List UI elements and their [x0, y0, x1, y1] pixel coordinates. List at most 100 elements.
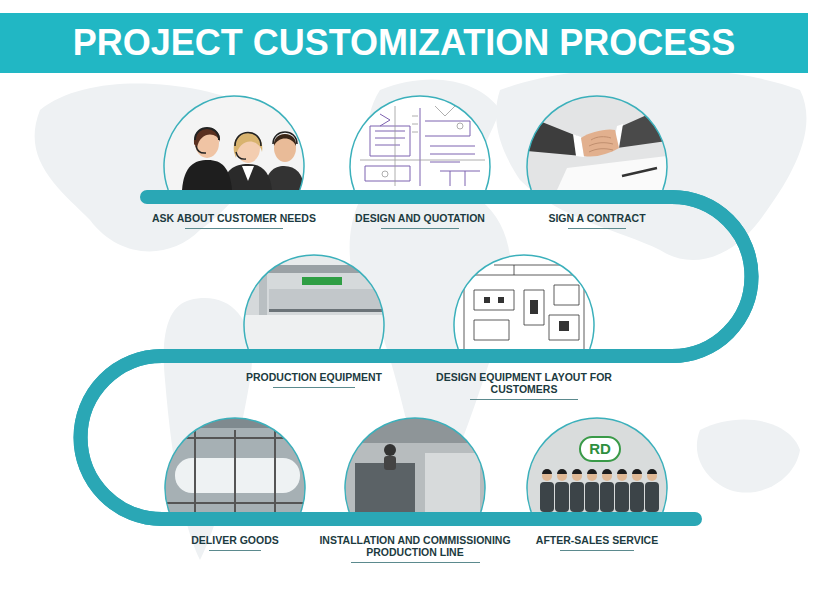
team-photo [600, 482, 614, 512]
layout-drawing-photo [484, 297, 490, 303]
delivery-photo [175, 458, 300, 493]
team-photo [527, 418, 667, 512]
team-photo [540, 482, 659, 512]
handshake-photo [557, 156, 667, 190]
design-drawing-photo [365, 108, 475, 186]
team-photo [527, 418, 667, 512]
machine-photo [302, 277, 342, 285]
process-step: AFTER-SALES SERVICE [527, 418, 667, 526]
layout-drawing-photo [498, 297, 504, 303]
design-drawing-photo [350, 96, 490, 190]
handshake-photo [527, 96, 667, 190]
layout-drawing-photo [559, 321, 569, 331]
installation-photo [345, 418, 485, 512]
call-center-photo [236, 152, 246, 159]
installation-photo [345, 418, 485, 512]
team-photo [542, 469, 552, 474]
world-map [35, 68, 807, 561]
machine-photo [269, 289, 384, 309]
delivery-photo [165, 428, 305, 512]
machine-photo [244, 255, 384, 349]
process-step: DESIGN AND QUOTATION [350, 96, 490, 204]
call-center-photo [235, 133, 261, 147]
design-drawing-photo [360, 106, 485, 186]
step-label: DELIVER GOODS [191, 534, 279, 551]
handshake-photo [527, 96, 667, 190]
team-photo [647, 469, 657, 474]
design-drawing-photo [360, 106, 485, 186]
step-label: SIGN A CONTRACT [548, 212, 645, 229]
call-center-photo [164, 96, 304, 190]
installation-photo [425, 453, 480, 512]
handshake-photo [581, 129, 619, 156]
step-label: AFTER-SALES SERVICE [536, 534, 658, 551]
call-center-photo [273, 132, 297, 144]
team-photo [572, 469, 582, 474]
step-label: DESIGN AND QUOTATION [355, 212, 485, 229]
team-photo [540, 482, 554, 512]
team-photo [615, 482, 629, 512]
installation-photo [345, 418, 485, 512]
serpentine-band [81, 197, 752, 519]
layout-drawing-photo [464, 265, 584, 349]
team-photo [557, 469, 567, 474]
title-text: PROJECT CUSTOMIZATION PROCESS [73, 23, 736, 63]
team-photo [587, 469, 597, 474]
process-step: PRODUCTION EQUIPMENT [244, 255, 384, 363]
installation-photo [355, 463, 415, 512]
flow-band [304, 190, 350, 204]
team-photo [527, 418, 667, 512]
team-photo [527, 418, 667, 512]
delivery-photo [165, 418, 305, 512]
process-step: DELIVER GOODS [165, 418, 305, 526]
call-center-photo [164, 96, 304, 190]
call-center-photo [195, 128, 219, 140]
title-band [0, 13, 808, 73]
delivery-photo [165, 430, 305, 512]
design-drawing-photo [382, 171, 388, 177]
team-photo [580, 437, 620, 461]
team-photo [617, 469, 627, 474]
layout-drawing-photo [454, 255, 594, 349]
machine-photo [244, 265, 384, 273]
call-center-photo [182, 160, 232, 190]
handshake-photo [527, 96, 667, 190]
installation-photo [384, 444, 396, 456]
call-center-photo [164, 96, 304, 190]
machine-photo [244, 315, 384, 349]
logo-text: RD [580, 437, 620, 461]
delivery-photo [165, 418, 305, 512]
layout-drawing-photo [484, 297, 569, 331]
team-photo [570, 482, 584, 512]
call-center-photo [274, 134, 296, 146]
team-photo [585, 482, 599, 512]
process-step: INSTALLATION AND COMMISSIONING PRODUCTIO… [345, 418, 485, 526]
team-photo [602, 469, 612, 474]
team-photo [632, 469, 642, 474]
layout-drawing-photo [464, 265, 584, 349]
step-label: PRODUCTION EQUIPMENT [246, 371, 382, 388]
flow-band [485, 512, 527, 526]
step-label: INSTALLATION AND COMMISSIONING PRODUCTIO… [308, 534, 523, 563]
team-photo [645, 482, 659, 512]
design-drawing-photo [365, 108, 480, 186]
installation-photo [384, 456, 396, 470]
call-center-photo [164, 96, 304, 190]
installation-photo [345, 418, 485, 443]
call-center-photo [194, 128, 220, 148]
step-label: ASK ABOUT CUSTOMER NEEDS [152, 212, 316, 229]
installation-photo [345, 418, 485, 512]
delivery-photo [165, 430, 305, 512]
design-drawing-photo [350, 96, 490, 190]
machine-photo [244, 255, 384, 349]
layout-drawing-photo [530, 300, 538, 314]
layout-drawing-photo [454, 255, 594, 349]
layout-drawing-photo [454, 255, 594, 349]
call-center-photo [274, 134, 296, 162]
process-step: ASK ABOUT CUSTOMER NEEDS [164, 96, 304, 204]
layout-drawing-photo [454, 255, 594, 349]
design-drawing-photo [350, 96, 490, 190]
design-drawing-photo [457, 123, 463, 129]
